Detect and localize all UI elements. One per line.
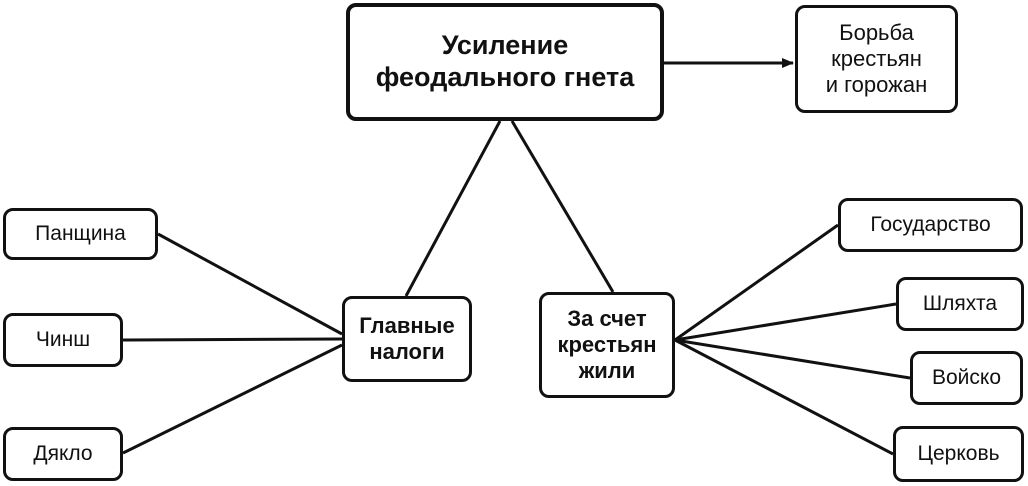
node-main-taxes: Главные налоги: [342, 296, 472, 382]
node-state: Государство: [838, 198, 1023, 252]
node-szlachta: Шляхта: [896, 277, 1024, 331]
node-lived-at-peasants-expense: За счет крестьян жили: [539, 292, 675, 398]
node-feudal-oppression: Усиление феодального гнета: [346, 3, 664, 121]
edge-main-to-live: [510, 120, 615, 293]
edge-live-to-army: [674, 338, 911, 380]
edge-main-to-taxes: [404, 120, 502, 297]
node-panshchina: Панщина: [3, 208, 158, 260]
node-chinsh: Чинш: [3, 313, 123, 367]
edge-live-to-szlachta: [674, 302, 897, 342]
edge-taxes-to-dyaklo: [122, 343, 343, 455]
node-army: Войско: [910, 351, 1023, 405]
node-church: Церковь: [893, 426, 1024, 482]
edge-live-to-church: [674, 338, 894, 456]
node-struggle-peasants-townspeople: Борьба крестьян и горожан: [795, 5, 958, 113]
edge-taxes-to-panshchina: [157, 232, 343, 336]
edge-taxes-to-chinsh: [122, 337, 343, 342]
node-dyaklo: Дякло: [3, 427, 123, 481]
edge-live-to-state: [674, 223, 839, 342]
